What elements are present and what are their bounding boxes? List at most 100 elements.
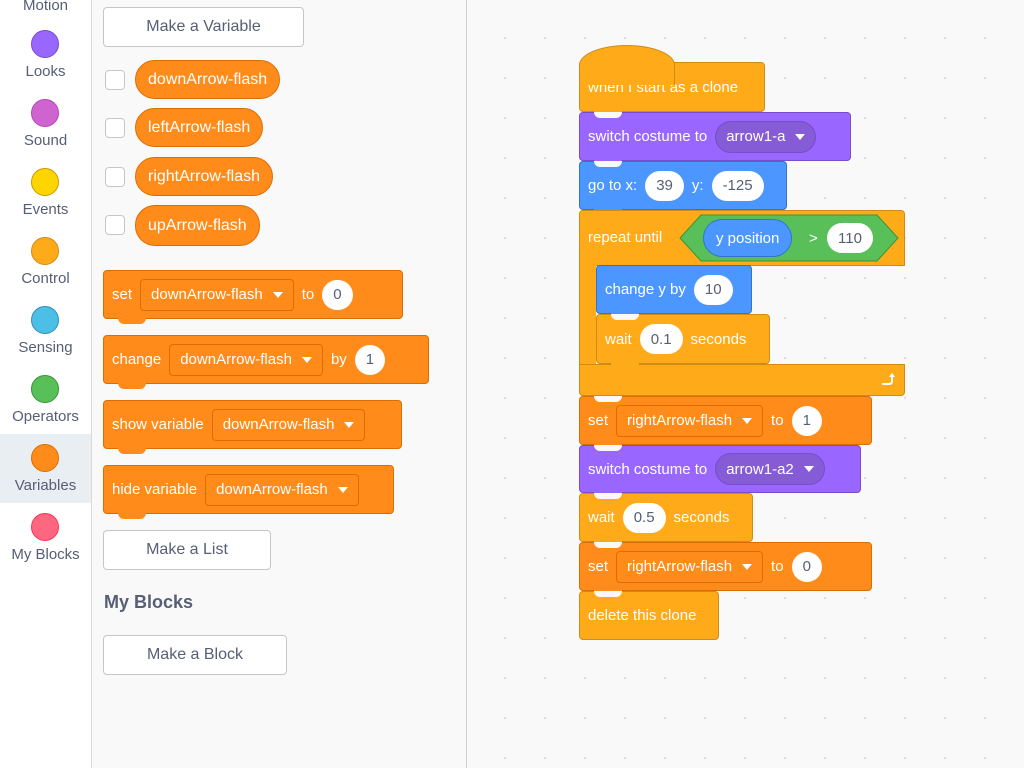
block-keyword: hide variable — [112, 481, 198, 498]
change-y-block[interactable]: change y by 10 — [596, 265, 752, 319]
block-keyword: set — [588, 558, 609, 575]
my-blocks-dot-icon — [31, 513, 59, 541]
category-control[interactable]: Control — [0, 234, 91, 303]
variable-reporter[interactable]: leftArrow-flash — [135, 108, 264, 147]
block-keyword: wait — [605, 330, 632, 348]
block-keyword: seconds — [673, 509, 730, 526]
value-input[interactable]: 0.1 — [639, 324, 683, 354]
variable-dropdown[interactable]: downArrow-flash — [140, 278, 294, 311]
operator-symbol: > — [809, 230, 818, 247]
variable-reporter[interactable]: rightArrow-flash — [135, 157, 274, 196]
variable-dropdown[interactable]: downArrow-flash — [211, 408, 366, 441]
dropdown-caret-icon — [803, 466, 814, 472]
block-keyword: seconds — [690, 330, 747, 348]
dropdown-label: rightArrow-flash — [627, 412, 733, 429]
sensing-dot-icon — [31, 306, 59, 334]
value-input[interactable]: 10 — [693, 274, 733, 305]
value-input[interactable]: 0.5 — [622, 502, 666, 533]
delete-clone-block[interactable]: delete this clone — [579, 591, 719, 640]
make-list-button[interactable]: Make a List — [103, 530, 271, 570]
hat-cap — [579, 45, 675, 85]
variable-reporter[interactable]: downArrow-flash — [135, 60, 281, 99]
block-palette: Make a Variable downArrow-flash leftArro… — [92, 0, 467, 768]
value-input[interactable]: 0 — [791, 551, 822, 582]
events-dot-icon — [31, 168, 59, 196]
dropdown-label: downArrow-flash — [222, 416, 335, 433]
sound-dot-icon — [31, 99, 59, 127]
block-keyword: y: — [691, 177, 704, 194]
category-label: Motion — [22, 0, 69, 14]
variable-checkbox[interactable] — [105, 167, 125, 187]
category-variables[interactable]: Variables — [0, 434, 91, 503]
category-events[interactable]: Events — [0, 165, 91, 234]
category-looks[interactable]: Looks — [0, 27, 91, 96]
block-label: delete this clone — [588, 607, 697, 624]
value-input[interactable]: 0 — [322, 279, 353, 310]
block-keyword: to — [771, 412, 784, 429]
value-input[interactable]: 1 — [791, 405, 822, 436]
make-variable-button[interactable]: Make a Variable — [103, 7, 304, 47]
dropdown-label: downArrow-flash — [180, 351, 292, 368]
block-keyword: switch costume to — [588, 460, 708, 478]
repeat-footer — [579, 364, 905, 396]
operators-dot-icon — [31, 375, 59, 403]
variable-dropdown[interactable]: rightArrow-flash — [616, 550, 764, 583]
wait-block[interactable]: wait 0.5 seconds — [579, 493, 753, 547]
category-label: Variables — [14, 477, 77, 494]
category-sound[interactable]: Sound — [0, 96, 91, 165]
dropdown-caret-icon — [337, 486, 348, 493]
switch-costume-block[interactable]: switch costume to arrow1-a2 — [579, 445, 861, 498]
variables-dot-icon — [31, 444, 59, 472]
block-keyword: switch costume to — [588, 128, 708, 145]
y-input[interactable]: -125 — [711, 170, 764, 201]
value-input[interactable]: 110 — [827, 223, 873, 253]
repeat-arm — [579, 265, 596, 365]
dropdown-label: arrow1-a — [726, 128, 786, 145]
block-keyword: show variable — [112, 416, 204, 433]
variable-dropdown[interactable]: downArrow-flash — [169, 343, 323, 376]
my-blocks-heading: My Blocks — [104, 592, 194, 612]
script-area[interactable]: when I start as a clone switch costume t… — [467, 0, 1024, 768]
dropdown-caret-icon — [795, 133, 806, 140]
variable-checkbox[interactable] — [105, 215, 125, 235]
show-variable-block[interactable]: show variable downArrow-flash — [103, 400, 402, 454]
make-block-button[interactable]: Make a Block — [103, 635, 287, 675]
category-my-blocks[interactable]: My Blocks — [0, 510, 91, 579]
category-motion[interactable]: Motion — [0, 0, 91, 34]
block-keyword: set — [588, 412, 609, 429]
category-sensing[interactable]: Sensing — [0, 303, 91, 372]
block-keyword: to — [301, 286, 315, 303]
variable-dropdown[interactable]: downArrow-flash — [205, 473, 359, 506]
dropdown-caret-icon — [272, 291, 283, 298]
dropdown-label: downArrow-flash — [216, 481, 328, 498]
block-keyword: go to x: — [588, 177, 638, 194]
block-keyword: change — [112, 351, 162, 368]
category-label: Sensing — [18, 339, 73, 356]
value-input[interactable]: 1 — [354, 344, 386, 375]
variable-checkbox[interactable] — [105, 118, 125, 138]
x-input[interactable]: 39 — [645, 170, 684, 201]
category-label: My Blocks — [11, 546, 80, 563]
variable-checkbox[interactable] — [105, 70, 125, 90]
category-operators[interactable]: Operators — [0, 372, 91, 441]
looks-dot-icon — [31, 30, 59, 58]
block-keyword: repeat until — [588, 229, 663, 246]
category-label: Looks — [25, 63, 66, 80]
block-keyword: set — [112, 286, 133, 303]
dropdown-label: rightArrow-flash — [627, 558, 733, 575]
hide-variable-block[interactable]: hide variable downArrow-flash — [103, 465, 394, 519]
variable-dropdown[interactable]: rightArrow-flash — [616, 404, 764, 437]
switch-costume-block[interactable]: switch costume to arrow1-a — [579, 112, 851, 166]
set-variable-block[interactable]: set rightArrow-flash to 1 — [579, 396, 872, 450]
set-variable-block[interactable]: set downArrow-flash to 0 — [103, 270, 403, 324]
go-to-xy-block[interactable]: go to x: 39 y: -125 — [579, 161, 787, 215]
repeat-until-block[interactable]: repeat until y position > 110 — [579, 210, 905, 396]
set-variable-block[interactable]: set rightArrow-flash to 0 — [579, 542, 872, 596]
variable-reporter[interactable]: upArrow-flash — [135, 205, 260, 246]
block-keyword: by — [330, 351, 347, 368]
costume-dropdown[interactable]: arrow1-a — [715, 120, 817, 153]
y-position-reporter[interactable]: y position — [703, 219, 793, 257]
costume-dropdown[interactable]: arrow1-a2 — [715, 453, 825, 485]
wait-block[interactable]: wait 0.1 seconds — [596, 314, 770, 369]
change-variable-block[interactable]: change downArrow-flash by 1 — [103, 335, 429, 389]
